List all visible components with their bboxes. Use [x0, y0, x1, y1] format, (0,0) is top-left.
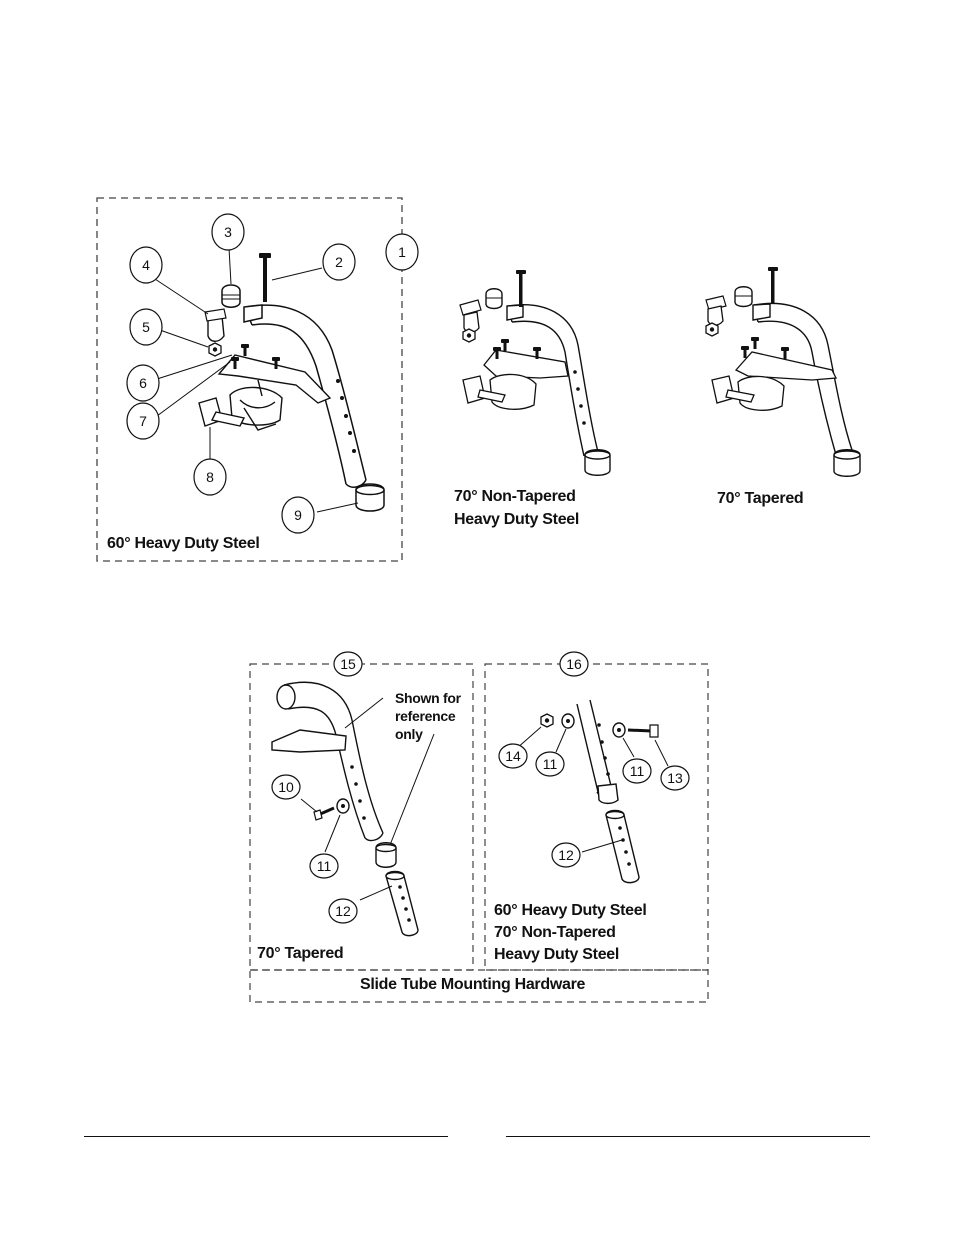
- leader-lines-box15: [300, 697, 435, 901]
- hardware-70nt: [459, 270, 541, 359]
- callout-number: 1: [398, 244, 406, 260]
- footplate-mount-70t: [711, 351, 838, 411]
- hanger-70-tapered: [752, 302, 853, 456]
- reference-note-line1: Shown for: [395, 690, 461, 706]
- label-box16-line3: Heavy Duty Steel: [494, 946, 620, 963]
- label-box16-line1: 60° Heavy Duty Steel: [494, 902, 647, 919]
- callout-number: 11: [543, 756, 558, 772]
- label-60-heavy-duty-steel: 60° Heavy Duty Steel: [107, 535, 260, 552]
- callout-number: 5: [142, 319, 150, 335]
- callout-number: 10: [278, 779, 294, 795]
- callout-number: 13: [667, 770, 683, 786]
- footplate-mount-70nt: [462, 349, 569, 410]
- callout-c9: 9: [281, 496, 315, 534]
- callout-c8: 8: [193, 458, 227, 496]
- callout-number: 9: [294, 507, 302, 523]
- callout-number: 11: [630, 763, 645, 779]
- callout-c7: 7: [126, 402, 160, 440]
- reference-note-line3: only: [395, 726, 423, 742]
- footer-rule-left: [84, 1136, 448, 1137]
- leader-lines-box1: [154, 247, 359, 513]
- callout-c16: 16: [559, 651, 589, 677]
- slide-tube-12b: [605, 809, 640, 884]
- label-box16-line2: 70° Non-Tapered: [494, 924, 616, 941]
- hardware-3-to-7: [204, 253, 280, 369]
- callout-c11c: 11: [622, 758, 652, 784]
- callout-number: 3: [224, 224, 232, 240]
- callout-number: 14: [505, 748, 521, 764]
- callout-number: 6: [139, 375, 147, 391]
- tapered-tube-reference: [271, 681, 384, 842]
- callout-number: 16: [566, 656, 582, 672]
- screw-10-and-washer-11: [313, 798, 350, 821]
- callout-number: 11: [317, 858, 332, 874]
- label-slide-tube-mounting-hardware: Slide Tube Mounting Hardware: [360, 976, 586, 993]
- reference-note-line2: reference: [395, 708, 456, 724]
- box-16-boundary: [484, 663, 709, 971]
- bumper-4: [207, 315, 225, 342]
- end-cap-70nt: [584, 449, 611, 476]
- clamp-plate-8: [198, 397, 246, 427]
- tube-holes-60: [336, 379, 356, 453]
- callout-c14: 14: [498, 743, 528, 769]
- callout-number: 7: [139, 413, 147, 429]
- callout-c10: 10: [271, 774, 301, 800]
- callout-c5: 5: [129, 308, 163, 346]
- cap-3: [221, 284, 241, 308]
- callout-c4: 4: [129, 246, 163, 284]
- callout-number: 4: [142, 257, 150, 273]
- bolt-2: [263, 256, 267, 302]
- end-cap-70t: [833, 449, 861, 477]
- callout-number: 12: [335, 903, 351, 919]
- callout-number: 8: [206, 469, 214, 485]
- leader-lines-box16: [515, 726, 669, 853]
- label-70-non-tapered: 70° Non-Tapered: [454, 488, 576, 505]
- callout-c12a: 12: [328, 898, 358, 924]
- label-70-tapered-box: 70° Tapered: [257, 945, 344, 962]
- footer-rule-right: [506, 1136, 870, 1137]
- tube-holes-70nt: [573, 370, 586, 425]
- callout-c6: 6: [126, 364, 160, 402]
- end-cap-9: [355, 483, 385, 512]
- bushing-15: [375, 842, 397, 868]
- bushing-16: [597, 783, 619, 805]
- assembly-1-boundary: [96, 197, 403, 562]
- label-70-tapered-top: 70° Tapered: [717, 490, 804, 507]
- callout-c15: 15: [333, 651, 363, 677]
- callout-c11a: 11: [309, 853, 339, 879]
- slide-tube-12a: [385, 870, 419, 937]
- callout-c3: 3: [211, 213, 245, 251]
- slide-tube-hardware-bar: [249, 969, 709, 1003]
- callout-c13: 13: [660, 765, 690, 791]
- hanger-70-nontapered: [506, 304, 599, 457]
- callout-c2: 2: [322, 243, 356, 281]
- callout-number: 2: [335, 254, 343, 270]
- callout-number: 12: [558, 847, 574, 863]
- straight-tube-16: [576, 699, 615, 797]
- callout-c11b: 11: [535, 751, 565, 777]
- callout-c1: 1: [385, 233, 419, 271]
- footplate-mount-60: [217, 354, 332, 431]
- hardware-70t: [705, 267, 789, 359]
- label-70-non-tapered-line2: Heavy Duty Steel: [454, 511, 580, 528]
- tube-holes-15: [350, 765, 366, 820]
- callout-number: 15: [340, 656, 356, 672]
- callout-c12b: 12: [551, 842, 581, 868]
- hardware-13-14: [540, 713, 659, 738]
